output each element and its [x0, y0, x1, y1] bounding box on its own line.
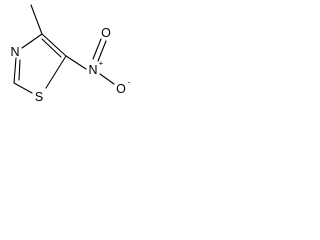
bond-nitro-o-double-2: [92, 38, 102, 60]
bond-c5-nitro-n: [65, 55, 87, 70]
bond-n3-c2-inner: [18, 59, 21, 81]
bond-nitro-o-single: [99, 73, 115, 85]
bond-c4-c5-inner: [41, 38, 62, 58]
atom-o-double-label: O: [101, 26, 111, 40]
bond-nitro-o-double: [97, 40, 107, 62]
bond-lines: [13, 4, 115, 94]
bond-c2-s1: [13, 82, 33, 94]
atom-o-single-label: O: [116, 82, 126, 96]
atom-labels: N S N + O O -: [10, 26, 130, 104]
bond-c4-c5: [41, 33, 67, 57]
atom-s1-label: S: [35, 90, 43, 104]
bond-c4-n3: [21, 33, 43, 49]
bond-n3-c2: [13, 57, 17, 84]
bond-s1-c5: [45, 55, 67, 89]
atom-nitro-n-label: N: [88, 63, 97, 77]
atom-nitro-n-charge: +: [99, 59, 104, 68]
bond-c4-methyl: [30, 4, 43, 35]
atom-o-single-charge: -: [128, 78, 131, 87]
molecule-structure: N S N + O O -: [10, 4, 131, 104]
atom-n3-label: N: [10, 45, 19, 59]
